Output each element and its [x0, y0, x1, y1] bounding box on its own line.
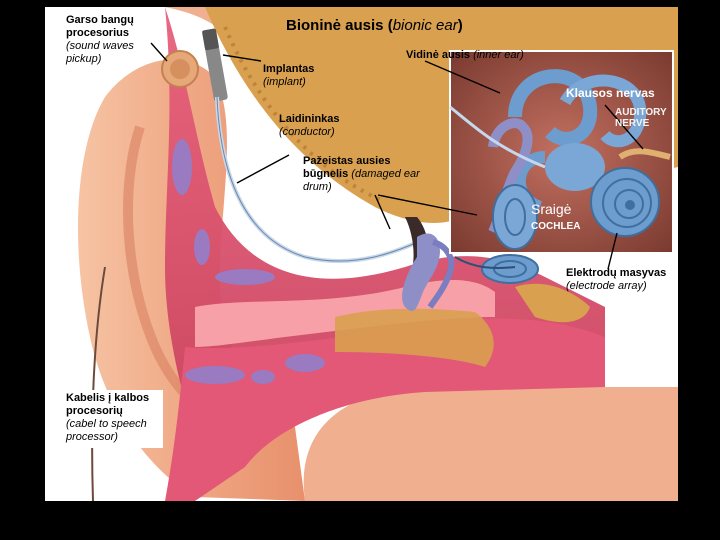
- label-cable: Kabelis į kalbos procesorių(cabel to spe…: [66, 390, 163, 448]
- cartilage-blob: [185, 366, 245, 384]
- middle-cochlea: [481, 254, 539, 284]
- label-auditory-nerve: Klausos nervas: [566, 86, 655, 100]
- cartilage-blob: [194, 229, 210, 265]
- incus: [427, 239, 455, 309]
- bone-texture: [223, 26, 386, 204]
- inner-ear-inset: [449, 50, 674, 254]
- semicircular-canal: [559, 74, 647, 148]
- label-eardrum: Pažeistas ausies būgnelis (damaged ear d…: [303, 155, 420, 193]
- electrode-array: [454, 256, 516, 269]
- ossicles: [402, 233, 440, 312]
- slide: Bioninė ausis (bionic ear) Garso bangų p…: [45, 7, 678, 501]
- label-implant: Implantas(implant): [263, 63, 315, 88]
- speech-processor-cable: [91, 266, 106, 501]
- label-cochlea: Sraigė: [531, 201, 572, 217]
- label-cochlea-en: COCHLEA: [531, 221, 581, 232]
- lower-bone: [335, 308, 494, 367]
- cartilage-blob: [215, 269, 275, 285]
- page-title: Bioninė ausis (bionic ear): [286, 17, 463, 34]
- cartilage-blob: [285, 354, 325, 372]
- jaw-bone: [515, 283, 590, 323]
- semicircular-canal: [508, 69, 598, 146]
- label-electrode-array: Elektrodų masyvas(electrode array): [566, 267, 667, 292]
- label-auditory-nerve-en: AUDITORY NERVE: [615, 107, 667, 129]
- label-conductor: Laidininkas(conductor): [279, 113, 340, 138]
- label-inner-ear: Vidinė ausis (inner ear): [406, 49, 524, 61]
- cartilage-blob: [172, 139, 192, 195]
- auditory-nerve: [618, 148, 671, 160]
- leader-lines: [150, 42, 644, 270]
- label-sound-processor: Garso bangų procesorius(sound waves pick…: [66, 14, 134, 65]
- cartilage-blob: [251, 370, 275, 384]
- lower-tissue: [165, 318, 605, 501]
